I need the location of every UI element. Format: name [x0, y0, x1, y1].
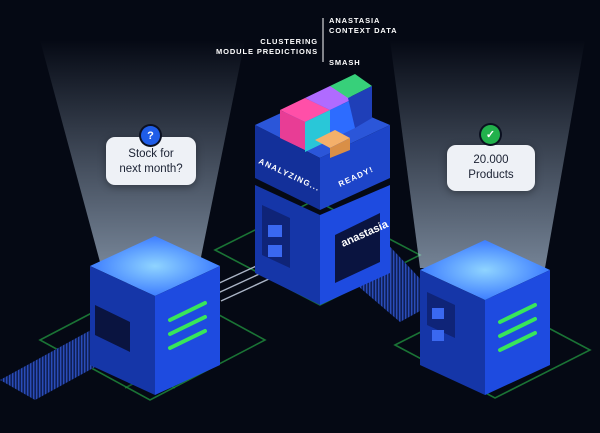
left-cube-status-lights: [168, 301, 207, 350]
left-bubble-line2: next month?: [119, 163, 183, 175]
header-anastasia: ANASTASIA: [329, 16, 381, 25]
left-server-cube: [90, 236, 220, 395]
right-answer-bubble: 20.000 Products: [447, 145, 535, 191]
right-server-cube: [420, 240, 550, 395]
header-module-predictions: MODULE PREDICTIONS: [215, 47, 318, 56]
left-question-bubble: Stock for next month?: [106, 137, 196, 185]
header-clustering: CLUSTERING: [260, 37, 318, 46]
check-icon: ✓: [481, 125, 500, 144]
question-icon: ?: [141, 126, 160, 145]
right-bubble-line2: Products: [468, 169, 514, 181]
header-context-data: CONTEXT DATA: [329, 26, 398, 35]
data-blocks: [280, 74, 372, 158]
header-smash: SMASH: [329, 58, 361, 67]
right-bubble-line1: 20.000: [473, 154, 509, 166]
right-cube-status-lights: [498, 303, 537, 352]
left-bubble-line1: Stock for: [128, 148, 174, 160]
